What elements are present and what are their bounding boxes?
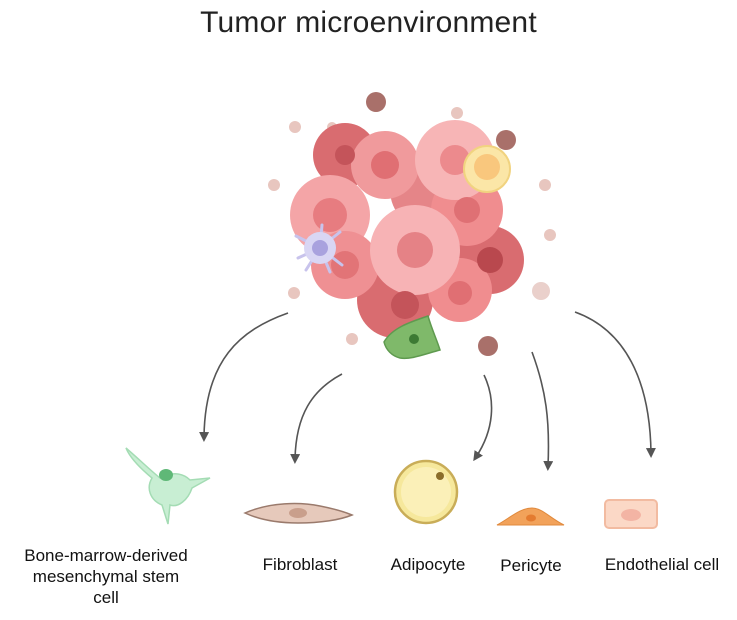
arrows bbox=[199, 311, 656, 471]
label-endothelial-cell: Endothelial cell bbox=[604, 555, 720, 574]
endothelial-cell-icon bbox=[604, 499, 658, 529]
arrow-to-endothelial bbox=[574, 311, 656, 458]
arrow-to-pericyte bbox=[531, 351, 554, 471]
pericyte-icon bbox=[496, 507, 565, 526]
diagram-title: Tumor microenvironment bbox=[200, 6, 537, 39]
label-fibroblast: Fibroblast bbox=[262, 555, 338, 574]
adipocyte-icon bbox=[393, 459, 459, 525]
fibroblast-icon bbox=[243, 502, 354, 524]
immune-cell bbox=[294, 223, 344, 274]
tumor-cluster bbox=[290, 120, 524, 338]
arrow-to-fibroblast bbox=[290, 373, 343, 464]
label-pericyte: Pericyte bbox=[500, 556, 562, 575]
arrow-to-mesenchymal bbox=[199, 312, 289, 442]
arrow-to-adipocyte bbox=[473, 374, 493, 462]
label-mesenchymal-stem-cell: Bone-marrow-derived mesenchymal stem cel… bbox=[24, 546, 188, 607]
mesenchymal-stem-cell-icon bbox=[125, 447, 211, 525]
label-adipocyte: Adipocyte bbox=[390, 555, 466, 574]
yellow-cell bbox=[463, 145, 511, 193]
green-cell bbox=[383, 315, 441, 360]
